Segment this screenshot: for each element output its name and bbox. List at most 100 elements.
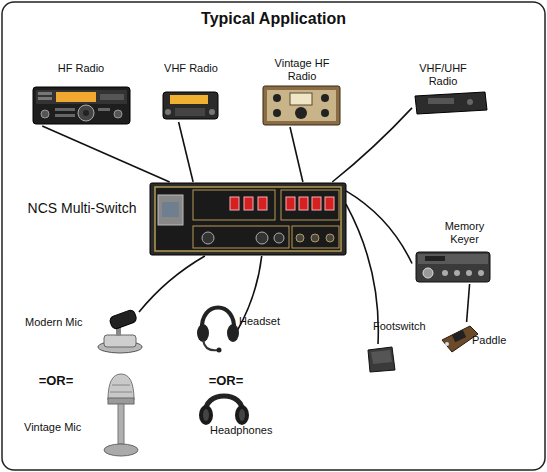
hf-radio-art xyxy=(36,90,127,104)
hf-radio-art xyxy=(41,110,49,118)
memory-keyer: Memory Keyer xyxy=(412,220,492,284)
vintage-radio-art xyxy=(267,90,336,121)
modern-mic-art xyxy=(109,309,138,330)
paddle: Paddle xyxy=(440,322,478,356)
cable xyxy=(332,108,412,182)
or-label: =OR= xyxy=(196,373,256,389)
vintage-mic-art xyxy=(108,374,134,400)
headphones-art xyxy=(199,396,249,425)
vhf-uhf-radio-art xyxy=(415,92,487,114)
cable xyxy=(179,122,194,182)
multi-switch-art xyxy=(256,232,268,244)
multi-switch-art xyxy=(299,197,308,210)
cable xyxy=(467,284,470,322)
headset-art xyxy=(197,324,209,342)
multi-switch-art xyxy=(274,233,284,243)
vintage-radio-art xyxy=(273,109,281,117)
headphones-art xyxy=(199,405,213,425)
multi-switch-art xyxy=(312,197,321,210)
headset-art xyxy=(227,324,239,342)
footswitch-art xyxy=(371,350,392,364)
memory-keyer-art xyxy=(416,252,490,282)
headset-art xyxy=(203,340,218,350)
headphones-art xyxy=(235,405,249,425)
footswitch: Footswitch xyxy=(366,344,396,374)
footswitch-art xyxy=(368,347,395,372)
multi-switch-art xyxy=(158,195,183,225)
modern-mic-art xyxy=(104,335,136,347)
vhf-radio: VHF Radio xyxy=(160,60,222,122)
vhf-radio-art xyxy=(170,95,208,104)
node-label: Vintage Mic xyxy=(24,421,94,434)
cable xyxy=(346,191,412,264)
headset-art xyxy=(217,348,222,353)
multi-switch: NCS Multi-Switch xyxy=(150,182,346,256)
cable xyxy=(42,126,169,182)
multi-switch-art xyxy=(326,234,334,242)
vhf-radio-art xyxy=(175,108,205,116)
headset-art xyxy=(197,308,239,353)
headphones: Headphones xyxy=(198,392,250,428)
hf-radio-art xyxy=(78,105,94,121)
vintage-mic: Vintage Mic xyxy=(102,372,140,460)
node-label: Headphones xyxy=(210,424,280,437)
vintage-mic-art xyxy=(108,398,134,404)
node-label: Memory Keyer xyxy=(437,220,492,246)
vhf-uhf-radio-art xyxy=(415,92,487,114)
memory-keyer-art xyxy=(478,270,484,276)
vintage-radio-art xyxy=(263,86,340,125)
vintage-mic-art xyxy=(104,374,138,456)
hf-radio-art xyxy=(83,110,89,116)
multi-switch-art xyxy=(286,197,295,210)
node-label: VHF/UHF Radio xyxy=(412,62,474,88)
hf-radio-art xyxy=(56,92,96,102)
hf-radio-art xyxy=(55,114,75,117)
vintage-radio-art xyxy=(263,86,340,125)
hf-radio-art xyxy=(100,94,124,100)
multi-switch-art xyxy=(281,190,339,220)
multi-switch-art xyxy=(150,183,346,255)
vintage-hf-radio: Vintage HF Radio xyxy=(262,57,342,127)
vintage-radio-art xyxy=(290,93,312,105)
vintage-radio-art xyxy=(321,109,329,117)
hf-radio-art xyxy=(114,110,122,118)
vintage-radio-art xyxy=(321,94,329,102)
cable xyxy=(290,127,303,182)
vhf-radio-art xyxy=(163,92,218,119)
hf-radio-art xyxy=(38,97,52,100)
paddle-art xyxy=(452,330,466,342)
vintage-radio-art xyxy=(273,94,281,102)
node-label: HF Radio xyxy=(30,62,132,75)
vintage-mic-art xyxy=(110,385,132,392)
hf-radio-art xyxy=(33,87,130,124)
node-label: NCS Multi-Switch xyxy=(20,199,144,217)
node-label: Modern Mic xyxy=(25,316,91,329)
hf-radio-art xyxy=(38,92,52,95)
memory-keyer-art xyxy=(425,256,445,261)
node-label: VHF Radio xyxy=(155,62,227,75)
vhf-uhf-radio-art xyxy=(428,98,454,104)
vhf-radio-art xyxy=(163,92,218,119)
memory-keyer-art xyxy=(423,268,433,278)
headphones-art xyxy=(239,409,245,421)
memory-keyer-art xyxy=(454,270,460,276)
vhf-uhf-radio: VHF/UHF Radio xyxy=(412,62,490,116)
node-label: Vintage HF Radio xyxy=(267,57,337,83)
multi-switch-art xyxy=(155,187,341,251)
cable xyxy=(139,256,205,312)
multi-switch-art xyxy=(325,197,334,210)
vhf-uhf-radio-art xyxy=(467,99,473,105)
hf-radio: HF Radio xyxy=(30,60,132,126)
multi-switch-art xyxy=(150,183,346,255)
vintage-mic-art xyxy=(104,444,138,456)
node-label: Footswitch xyxy=(373,320,437,333)
hf-radio-art xyxy=(55,108,75,111)
headphones-art xyxy=(203,409,209,421)
memory-keyer-art xyxy=(418,254,488,264)
hf-radio-art xyxy=(98,108,110,111)
multi-switch-art xyxy=(311,234,319,242)
multi-switch-art xyxy=(202,232,214,244)
vintage-mic-art xyxy=(118,404,124,444)
